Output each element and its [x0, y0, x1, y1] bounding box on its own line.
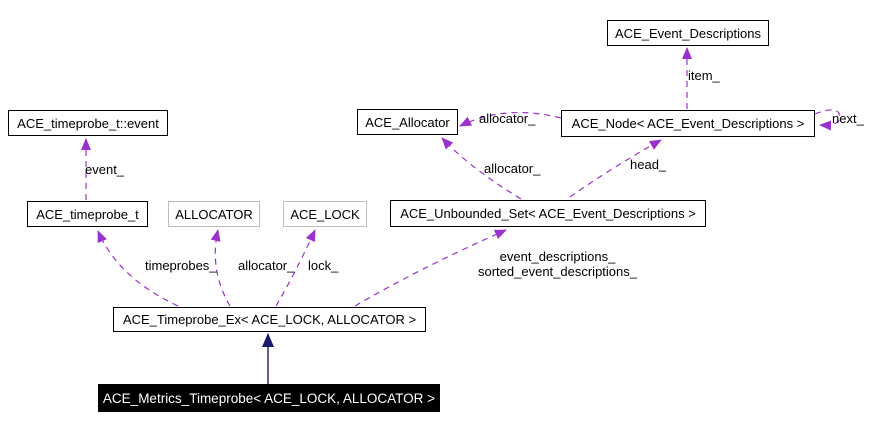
class-node-ace-event-descriptions[interactable]: ACE_Event_Descriptions: [607, 20, 769, 46]
edge-label-allocator-from-set: allocator_: [484, 161, 541, 176]
class-node-allocator-param: ALLOCATOR: [168, 201, 260, 227]
class-node-ace-metrics-timeprobe-focus: ACE_Metrics_Timeprobe< ACE_LOCK, ALLOCAT…: [98, 384, 440, 412]
edge-label-allocator-from-node: allocator_: [479, 111, 536, 126]
class-node-ace-timeprobe-ex[interactable]: ACE_Timeprobe_Ex< ACE_LOCK, ALLOCATOR >: [113, 307, 426, 332]
edge-allocator-from-ex: [210, 229, 231, 307]
class-node-ace-unbounded-set[interactable]: ACE_Unbounded_Set< ACE_Event_Description…: [390, 200, 706, 227]
edge-label-timeprobes: timeprobes_: [145, 258, 217, 273]
edge-label-head: head_: [630, 157, 667, 172]
edge-label-allocator-from-ex: allocator_: [238, 258, 295, 273]
edge-label-event-descriptions-line2: sorted_event_descriptions_: [478, 264, 637, 279]
class-node-ace-node-event-descriptions[interactable]: ACE_Node< ACE_Event_Descriptions >: [561, 110, 815, 137]
class-node-ace-timeprobe-t-event[interactable]: ACE_timeprobe_t::event: [8, 110, 168, 136]
edge-label-item: item_: [688, 68, 720, 83]
class-node-ace-lock-param: ACE_LOCK: [283, 201, 367, 227]
class-node-ace-allocator[interactable]: ACE_Allocator: [357, 109, 458, 135]
edge-label-lock: lock_: [308, 258, 339, 273]
edge-label-event-descriptions-line1: event_descriptions_: [499, 249, 616, 264]
edge-label-event: event_: [85, 162, 125, 177]
class-node-ace-timeprobe-t[interactable]: ACE_timeprobe_t: [27, 201, 148, 227]
edge-label-next: next_: [832, 111, 864, 126]
edge-label-event-descriptions: event_descriptions_ sorted_event_descrip…: [460, 249, 655, 279]
